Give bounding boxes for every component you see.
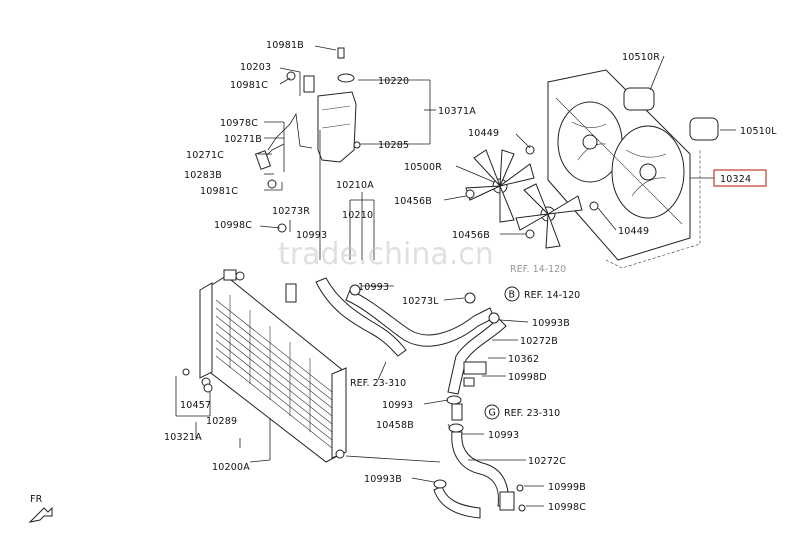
part-label: 10993B [364, 474, 402, 485]
ref-circle-letter: G [489, 408, 496, 419]
part-label: 10449 [618, 226, 649, 237]
part-label: 10510R [622, 52, 660, 63]
part-label: 10993 [358, 282, 389, 293]
part-label: 10200A [212, 462, 250, 473]
part-label: 10273L [402, 296, 439, 307]
part-label: 10362 [508, 354, 539, 365]
part-label: 10321A [164, 432, 202, 443]
part-label: 10210A [336, 180, 374, 191]
reservoir-tank [286, 47, 361, 163]
part-label: 10993 [382, 400, 413, 411]
ref-circle-letter: B [509, 290, 516, 301]
part-label: 10271C [186, 150, 224, 161]
part-label: 10272B [520, 336, 558, 347]
leader-lines [175, 45, 736, 507]
part-label: 10273R [272, 206, 310, 217]
fan-shroud [547, 69, 719, 269]
part-label: 10220 [378, 76, 409, 87]
part-label: 10457 [180, 400, 211, 411]
part-label: 10500R [404, 162, 442, 173]
hoses [182, 145, 599, 519]
part-label: 10272C [528, 456, 566, 467]
part-label: 10271B [224, 134, 262, 145]
ref-circle-b [504, 286, 520, 302]
part-label: 10456B [452, 230, 490, 241]
part-label: 10993 [296, 230, 327, 241]
part-label: 10203 [240, 62, 271, 73]
ref-label: REF. 23-310 [350, 378, 406, 389]
part-label-highlighted: 10324 [720, 174, 751, 185]
part-label: 10978C [220, 118, 258, 129]
part-label: 10993 [488, 430, 519, 441]
ref-label: REF. 23-310 [504, 408, 560, 419]
part-label: 10998C [548, 502, 586, 513]
part-label: 10210 [342, 210, 373, 221]
ref-label: REF. 14-120 [524, 290, 580, 301]
part-label: 10998D [508, 372, 547, 383]
part-label: 10371A [438, 106, 476, 117]
highlight-box [713, 169, 767, 187]
radiator-core [199, 269, 347, 463]
part-label: 10981B [266, 40, 304, 51]
front-arrow-icon [28, 506, 53, 523]
part-label: 10999B [548, 482, 586, 493]
part-label: 10981C [230, 80, 268, 91]
part-label: 10289 [206, 416, 237, 427]
watermark-text: trade.china.cn [278, 237, 494, 272]
front-marker-label: FR [30, 494, 43, 505]
part-label: 10993B [532, 318, 570, 329]
part-label: 10981C [200, 186, 238, 197]
ref-label-faded: REF. 14-120 [510, 264, 566, 275]
part-label: 10283B [184, 170, 222, 181]
part-label: 10456B [394, 196, 432, 207]
part-label: 10998C [214, 220, 252, 231]
part-label: 10458B [376, 420, 414, 431]
fan-blades [465, 149, 583, 249]
ref-circle-g [484, 404, 500, 420]
part-label: 10285 [378, 140, 409, 151]
part-label: 10510L [740, 126, 777, 137]
part-label: 10449 [468, 128, 499, 139]
